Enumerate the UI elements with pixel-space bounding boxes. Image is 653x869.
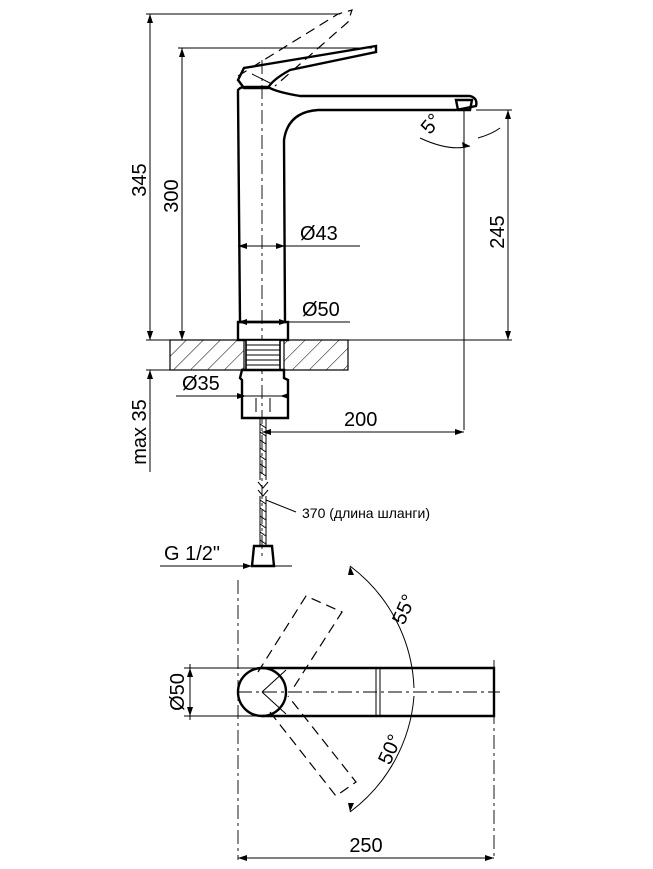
dim-spout-height: 245 — [487, 215, 509, 248]
lever-rotated-left — [257, 595, 343, 691]
dim-lever-angle-left: 55° — [388, 591, 420, 628]
side-dimensions: 345 300 245 5° Ø43 Ø50 Ø35 max — [129, 13, 512, 569]
hose-fitting — [250, 544, 276, 568]
plan-dimensions: Ø50 55° 50° 250 — [167, 591, 494, 861]
aerator — [454, 98, 474, 112]
dim-plan-base-diameter: Ø50 — [167, 673, 189, 711]
dim-total-length: 250 — [349, 835, 382, 857]
mounting-nut — [238, 368, 290, 420]
threaded-shank — [245, 339, 281, 371]
lever — [236, 44, 378, 90]
lever-raised-outline — [237, 9, 353, 87]
flexible-hose — [257, 418, 269, 546]
side-elevation-view — [169, 9, 478, 568]
dim-spout-angle: 5° — [417, 110, 446, 139]
dim-spout-reach: 200 — [344, 409, 377, 431]
dim-lever-angle-right: 50° — [374, 731, 406, 768]
lever-rotated-right — [269, 695, 357, 797]
countertop-section — [169, 339, 349, 371]
note-hose-length: 370 (длина шланги) — [302, 505, 430, 521]
dim-max-thickness: max 35 — [129, 399, 151, 465]
base-ring — [236, 320, 290, 342]
dim-base-diameter: Ø50 — [302, 299, 340, 321]
dim-total-height: 345 — [129, 163, 151, 196]
faucet-body — [236, 85, 478, 324]
dim-shank-diameter: Ø35 — [182, 373, 220, 395]
dim-body-height: 300 — [161, 179, 183, 212]
plan-view — [236, 565, 500, 860]
dim-body-diameter: Ø43 — [300, 223, 338, 245]
dim-thread: G 1/2" — [164, 543, 220, 565]
